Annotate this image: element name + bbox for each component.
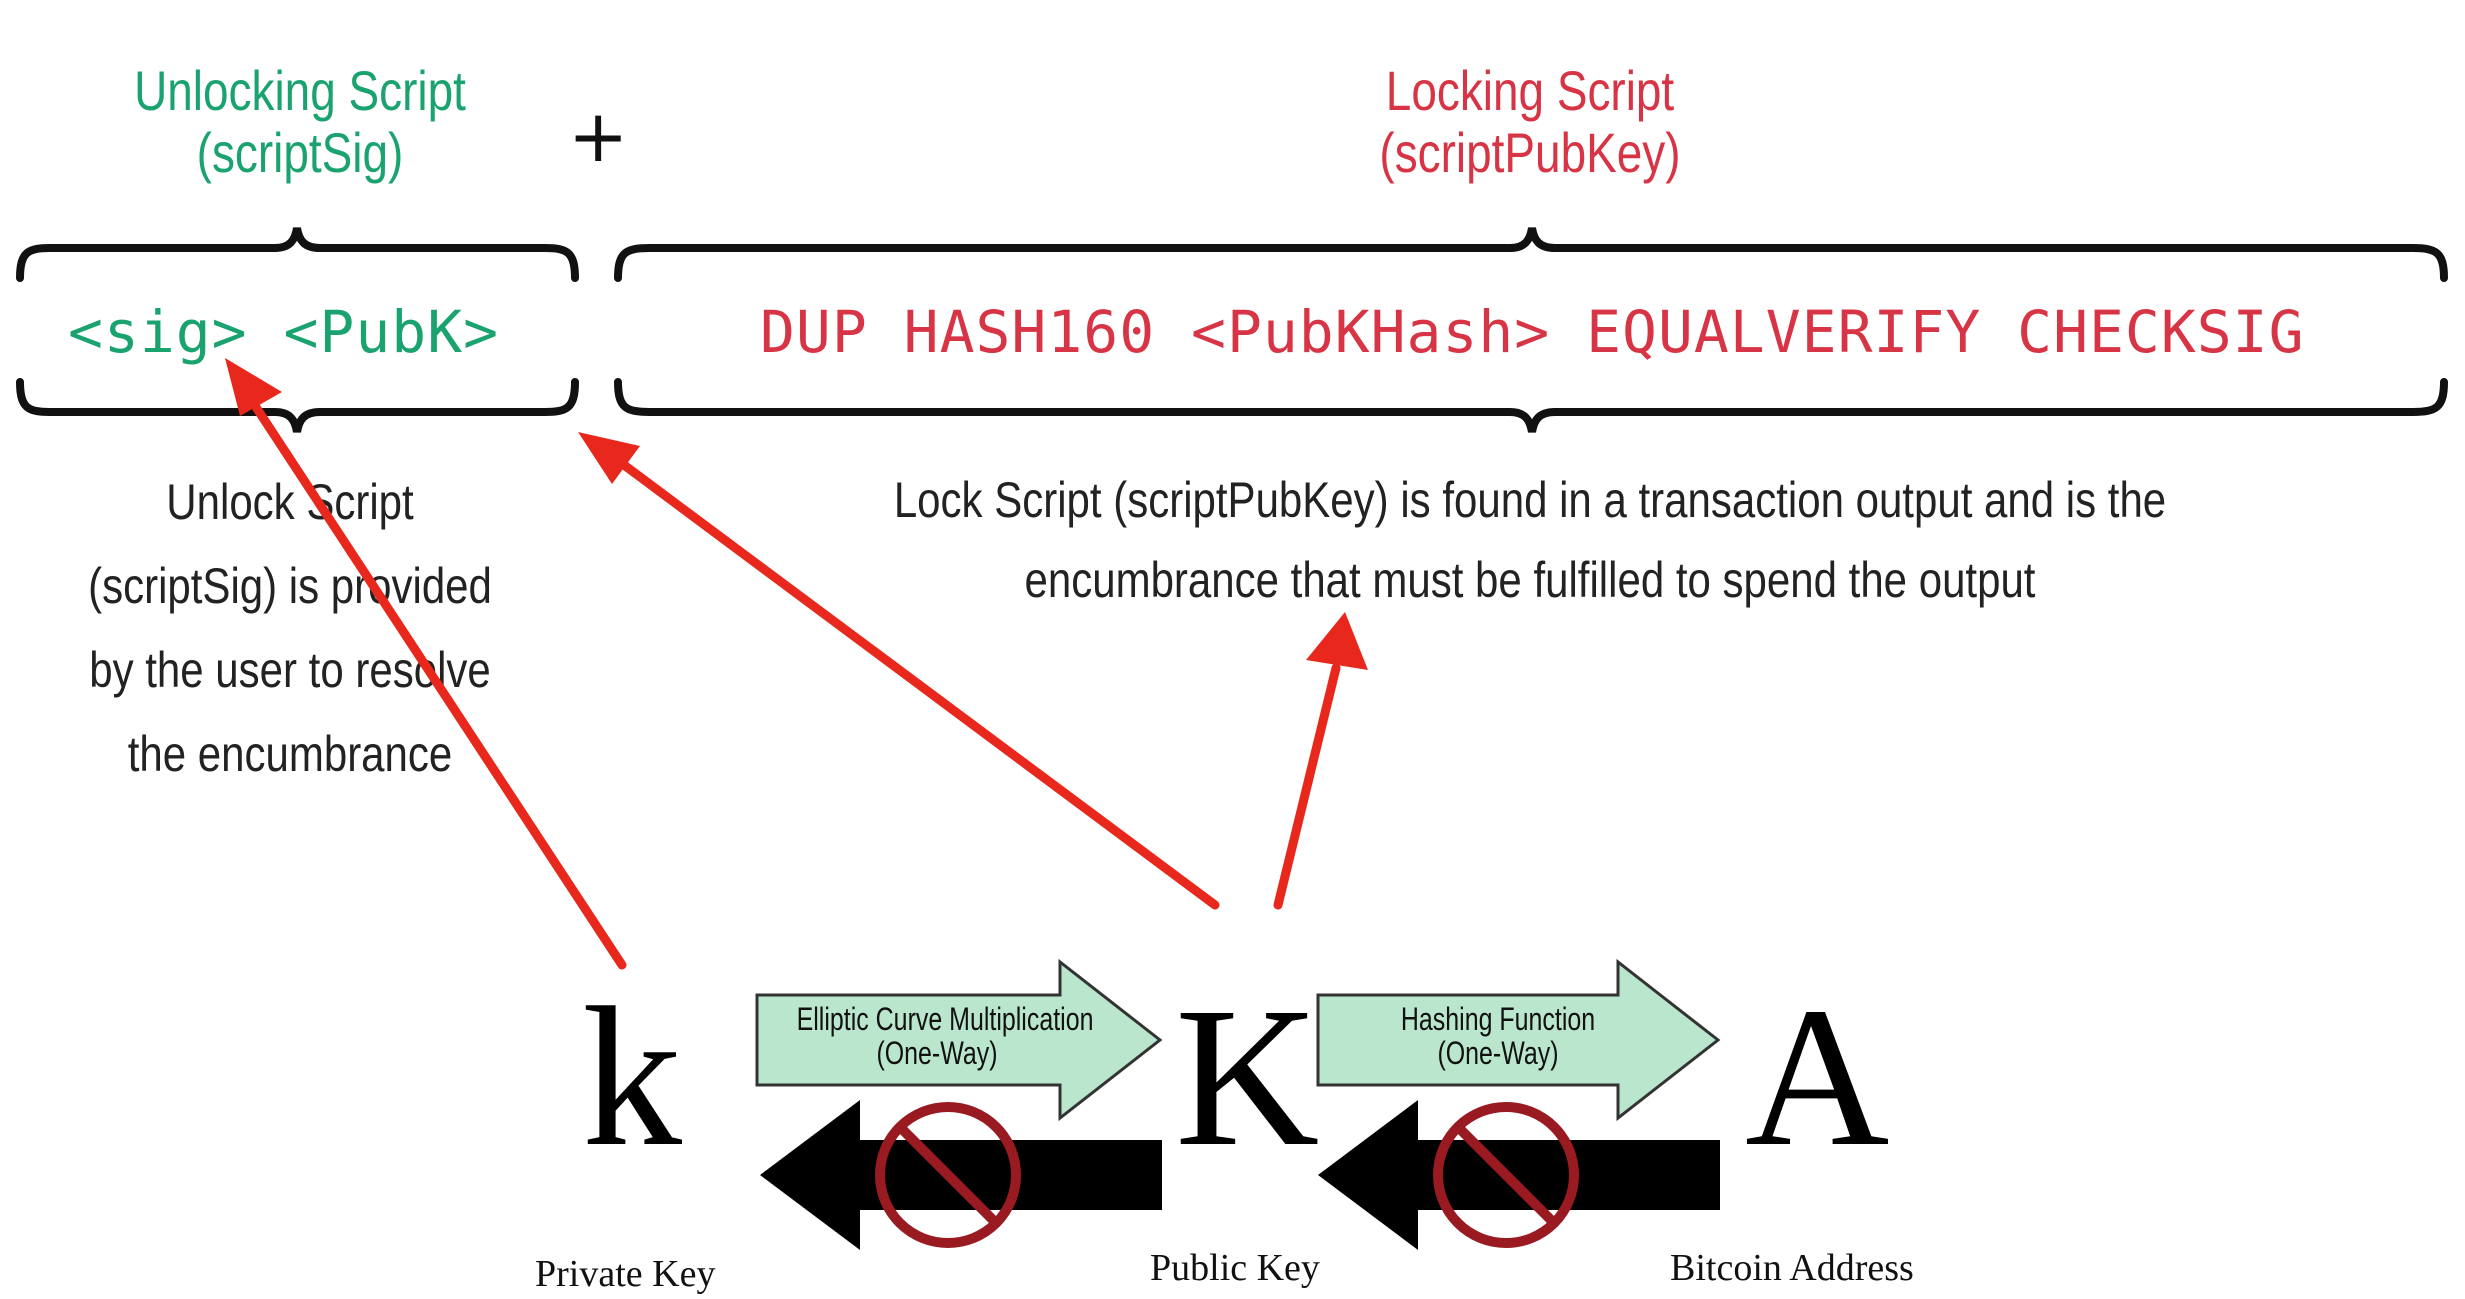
- unlocking-script-title: Unlocking Script: [134, 59, 466, 122]
- plus-sign: +: [568, 94, 629, 178]
- unlock-desc-line-1: Unlock Script: [166, 474, 414, 530]
- lock-desc-line-2: encumbrance that must be fulfilled to sp…: [1024, 552, 2036, 608]
- ecm-forward-arrow: [755, 958, 1163, 1122]
- annotation-arrow-pubkey-to-lock: [1273, 612, 1368, 910]
- hash-label-line-1: Hashing Function: [1400, 1001, 1596, 1037]
- lock-bottom-brace: [614, 378, 2448, 433]
- ecm-backward-arrow: [760, 1100, 1162, 1250]
- hash-backward-arrow: [1318, 1100, 1720, 1250]
- hash-forward-arrow: [1316, 958, 1721, 1122]
- unlock-bottom-brace: [16, 378, 579, 433]
- ecm-label-line-1: Elliptic Curve Multiplication: [796, 1001, 1094, 1037]
- annotation-arrow-pubkey-to-pubk: [578, 432, 1220, 910]
- unlock-desc-line-4: the encumbrance: [127, 726, 453, 782]
- lock-top-brace: [614, 227, 2448, 282]
- annotation-arrow-privkey-to-sig: [225, 358, 627, 970]
- ecm-label: Elliptic Curve Multiplication (One-Way): [796, 1001, 1094, 1071]
- unlock-desc-line-2: (scriptSig) is provided: [88, 558, 492, 614]
- unlocking-script-header: Unlocking Script (scriptSig): [103, 60, 497, 183]
- bitcoin-address-symbol: A: [1745, 967, 1890, 1188]
- private-key-symbol: k: [582, 967, 682, 1188]
- forbidden-icon-hash: [1433, 1102, 1579, 1248]
- hash-label: Hashing Function (One-Way): [1358, 1001, 1639, 1071]
- forbidden-icon-ecm: [875, 1102, 1021, 1248]
- public-key-symbol: K: [1175, 967, 1320, 1188]
- locking-script-title: Locking Script: [1385, 59, 1675, 122]
- bitcoin-address-label: Bitcoin Address: [1670, 1247, 1914, 1289]
- public-key-label: Public Key: [1150, 1247, 1320, 1289]
- lock-script-description: Lock Script (scriptPubKey) is found in a…: [833, 460, 2227, 620]
- private-key-label: Private Key: [535, 1253, 716, 1295]
- locking-script-subtitle: (scriptPubKey): [1379, 120, 1681, 184]
- hash-label-line-2: (One-Way): [1437, 1034, 1559, 1071]
- locking-script-header: Locking Script (scriptPubKey): [1325, 60, 1735, 183]
- unlocking-script-subtitle: (scriptSig): [196, 120, 404, 184]
- unlock-top-brace: [16, 227, 579, 282]
- lock-desc-line-1: Lock Script (scriptPubKey) is found in a…: [893, 472, 2167, 528]
- unlocking-script-code: <sig> <PubK>: [68, 298, 500, 366]
- ecm-label-line-2: (One-Way): [876, 1034, 998, 1071]
- locking-script-code: DUP HASH160 <PubKHash> EQUALVERIFY CHECK…: [760, 298, 2305, 366]
